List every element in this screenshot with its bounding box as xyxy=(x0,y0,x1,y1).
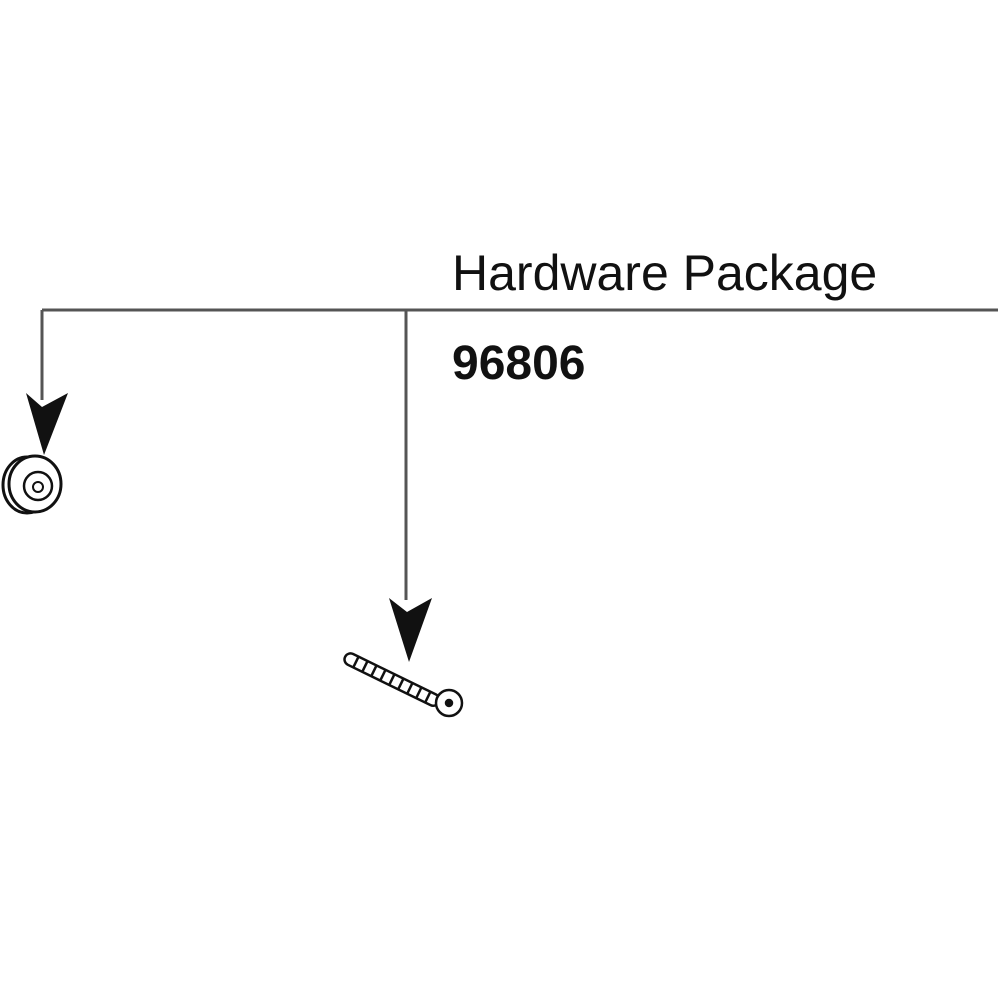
screw-arrowhead-icon xyxy=(389,598,432,662)
part-number: 96806 xyxy=(452,337,586,390)
callout-title: Hardware Package xyxy=(452,245,878,301)
screw-icon xyxy=(343,652,464,718)
washer-arrowhead-icon xyxy=(26,393,68,455)
leader-lines xyxy=(40,308,998,600)
washer-icon xyxy=(1,454,63,515)
